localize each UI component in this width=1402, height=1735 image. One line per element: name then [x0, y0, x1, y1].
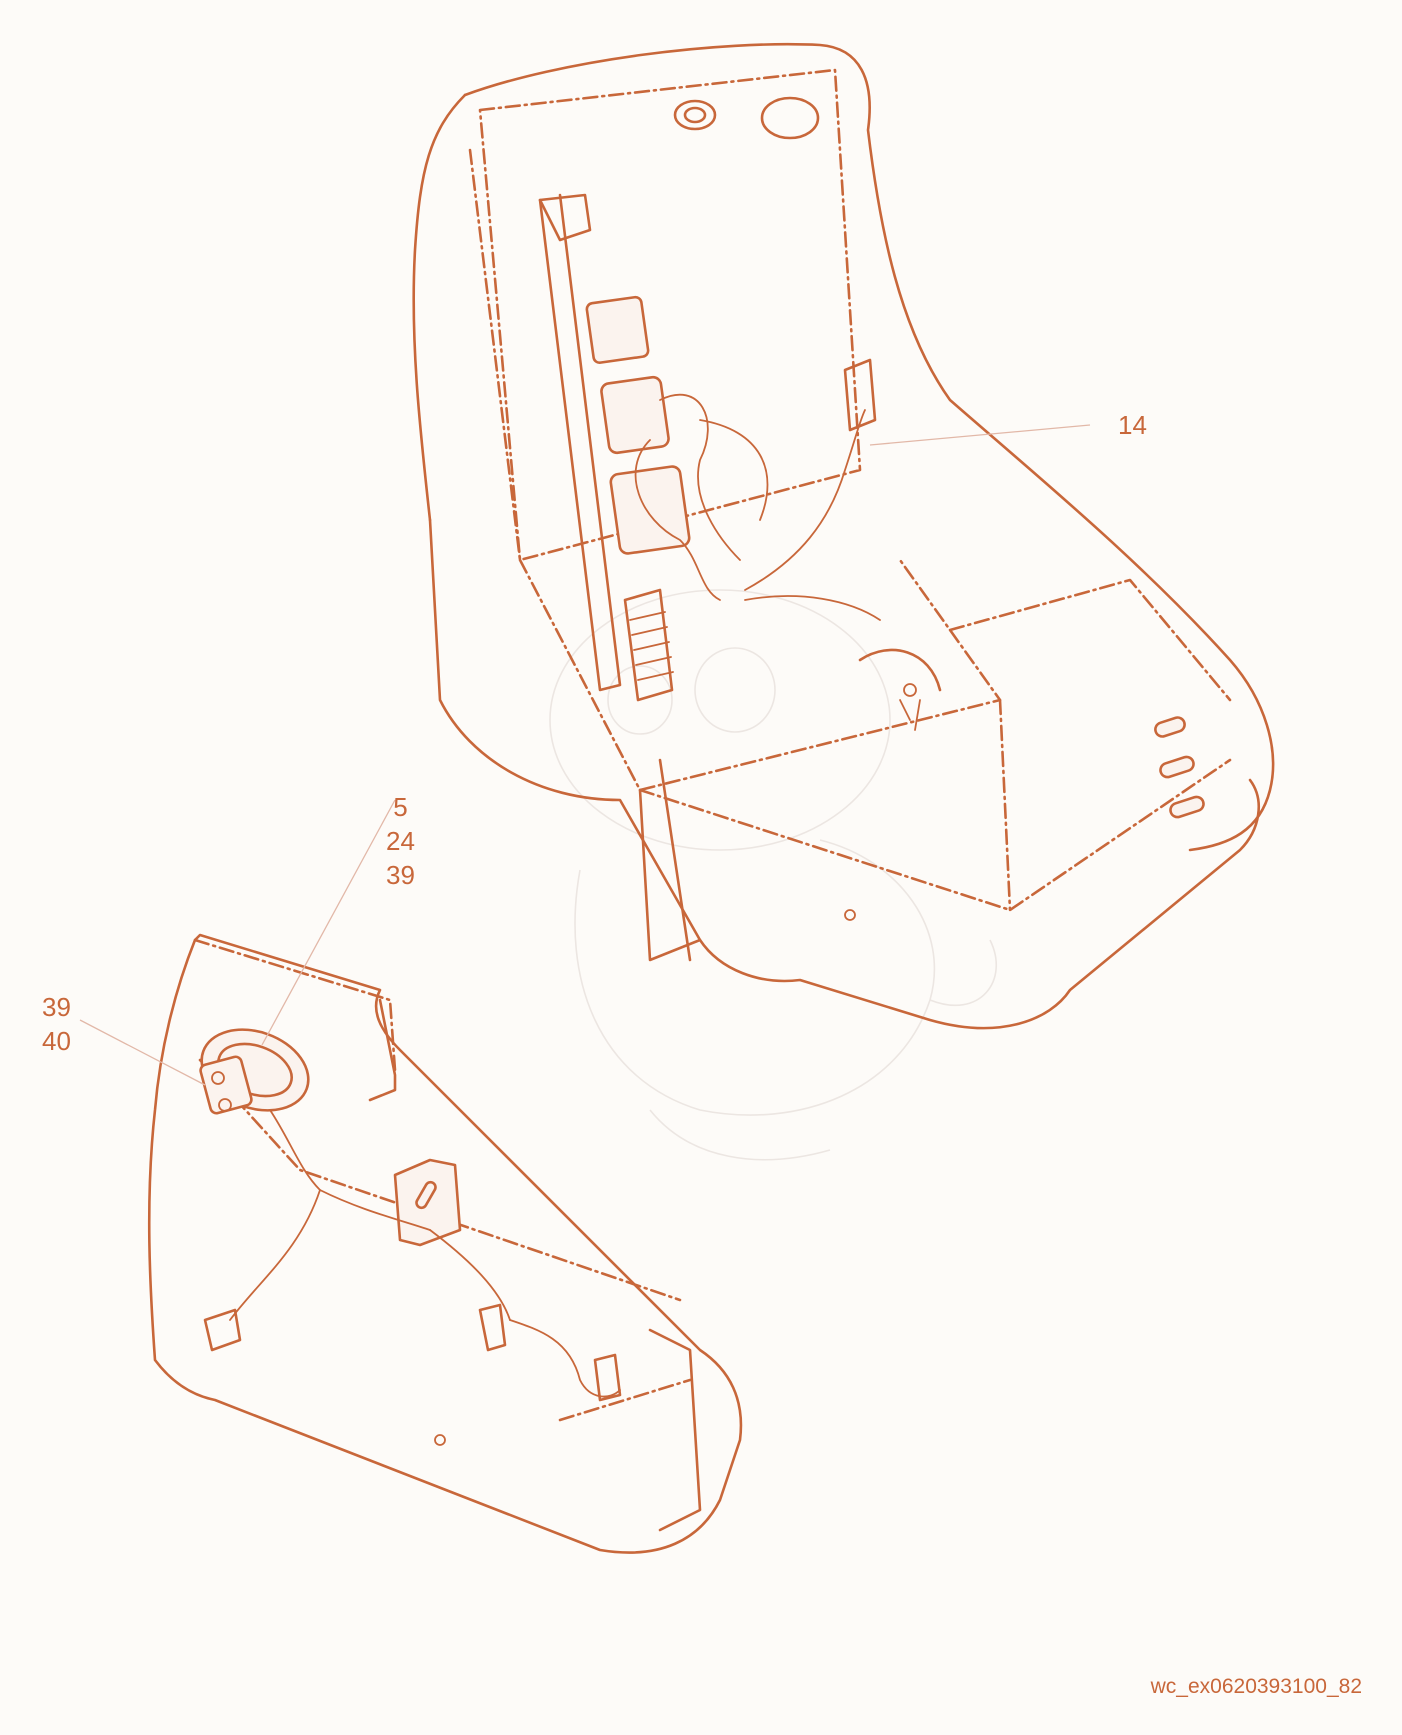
seat-frame-upper	[412, 42, 1275, 1030]
callout-number: 5	[393, 792, 408, 822]
callout-number: 24	[386, 826, 415, 856]
callout-group-top-right: 14	[1118, 408, 1147, 442]
seat-frame-lower	[147, 933, 743, 1554]
callout-number: 39	[386, 860, 415, 890]
leader-line-5-24-39	[261, 799, 396, 1046]
drawing-code: wc_ex0620393100_82	[1150, 1675, 1362, 1698]
callout-number: 14	[1118, 410, 1147, 440]
watermark-mascot	[549, 589, 998, 1161]
callout-number: 39	[42, 992, 71, 1022]
leader-line-39-40	[79, 1019, 206, 1086]
callout-group-left: 39 40	[42, 990, 71, 1058]
switch-panel-assembly	[538, 193, 942, 731]
callout-group-middle: 5 24 39	[386, 790, 415, 892]
callout-number: 40	[42, 1026, 71, 1056]
leader-line-14	[869, 424, 1091, 446]
